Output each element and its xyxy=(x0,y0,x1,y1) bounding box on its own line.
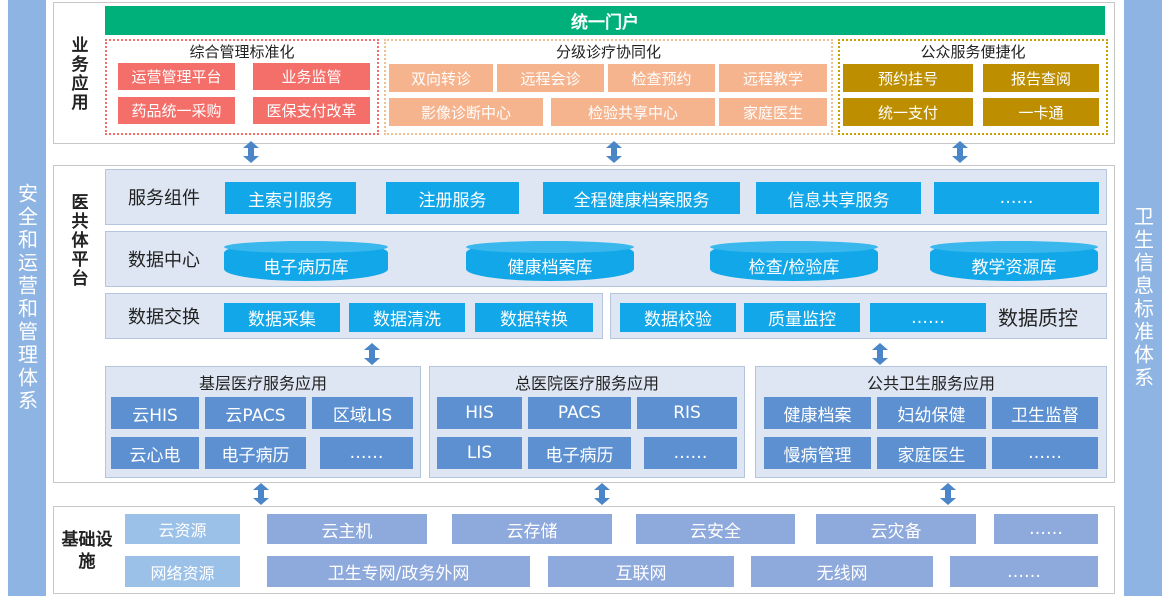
data-cleaning-box[interactable]: 数据清洗 xyxy=(349,303,465,332)
data-conversion-box[interactable]: 数据转换 xyxy=(475,303,593,332)
pacs-box[interactable]: PACS xyxy=(528,397,631,429)
insurance-reform-box[interactable]: 医保支付改革 xyxy=(253,97,370,124)
arrow-icon xyxy=(940,483,956,505)
unified-payment-box[interactable]: 统一支付 xyxy=(843,98,973,126)
remote-consult-box[interactable]: 远程会诊 xyxy=(497,64,604,92)
platform-layer-label: 医共体平台 xyxy=(67,192,88,288)
ris-box[interactable]: RIS xyxy=(637,397,737,429)
primary-more-box[interactable]: …… xyxy=(320,437,413,469)
health-standards-sidebar: 卫生信息标准体系 xyxy=(1124,0,1162,596)
one-card-box[interactable]: 一卡通 xyxy=(983,98,1099,126)
group-management-title: 综合管理标准化 xyxy=(189,43,295,61)
health-network-box[interactable]: 卫生专网/政务外网 xyxy=(267,556,530,587)
primary-care-apps-title: 基层医疗服务应用 xyxy=(198,374,327,393)
hospital-more-box[interactable]: …… xyxy=(644,437,737,469)
group-tiered-care-title: 分级诊疗协同化 xyxy=(555,43,661,61)
exam-lab-database-label: 检查/检验库 xyxy=(748,257,840,278)
arrow-icon xyxy=(243,141,259,163)
lis-box[interactable]: LIS xyxy=(437,437,522,469)
exam-lab-database[interactable]: 检查/检验库 xyxy=(710,241,878,281)
regional-lis-box[interactable]: 区域LIS xyxy=(312,397,413,429)
hospital-apps-title: 总医院医疗服务应用 xyxy=(514,374,659,393)
emr-database-label: 电子病历库 xyxy=(263,257,349,278)
internet-box[interactable]: 互联网 xyxy=(548,556,734,587)
appointment-box[interactable]: 预约挂号 xyxy=(843,64,973,92)
chronic-disease-box[interactable]: 慢病管理 xyxy=(764,437,871,469)
cloud-his-box[interactable]: 云HIS xyxy=(111,397,199,429)
public-health-apps-title: 公共卫生服务应用 xyxy=(866,374,995,393)
arrow-icon xyxy=(606,141,622,163)
exam-booking-box[interactable]: 检查预约 xyxy=(608,64,715,92)
family-doctor-box[interactable]: 家庭医生 xyxy=(719,98,827,126)
group-public-service-title: 公众服务便捷化 xyxy=(920,43,1026,61)
data-validation-box[interactable]: 数据校验 xyxy=(620,303,736,332)
cloud-more-box[interactable]: …… xyxy=(994,514,1098,544)
arrow-icon xyxy=(872,343,888,365)
lab-center-box[interactable]: 检验共享中心 xyxy=(551,98,715,126)
network-more-box[interactable]: …… xyxy=(950,556,1098,587)
health-record-app-box[interactable]: 健康档案 xyxy=(764,397,871,429)
unified-portal[interactable]: 统一门户 xyxy=(105,6,1105,35)
network-resources-label: 网络资源 xyxy=(125,556,240,587)
referral-box[interactable]: 双向转诊 xyxy=(389,64,493,92)
drug-procurement-box[interactable]: 药品统一采购 xyxy=(118,97,235,124)
health-supervision-box[interactable]: 卫生监督 xyxy=(992,397,1098,429)
arrow-icon xyxy=(594,483,610,505)
service-components-label: 服务组件 xyxy=(128,188,200,209)
security-operations-sidebar: 安全和运营和管理体系 xyxy=(8,0,46,596)
public-family-doctor-box[interactable]: 家庭医生 xyxy=(877,437,986,469)
data-exchange-label: 数据交换 xyxy=(128,307,200,328)
report-query-box[interactable]: 报告查阅 xyxy=(983,64,1099,92)
registration-service[interactable]: 注册服务 xyxy=(386,182,519,214)
data-center-label: 数据中心 xyxy=(128,250,200,271)
cloud-disaster-recovery-box[interactable]: 云灾备 xyxy=(816,514,976,544)
cloud-resources-label: 云资源 xyxy=(125,514,240,544)
teaching-resource-database[interactable]: 教学资源库 xyxy=(930,241,1098,281)
business-supervision-box[interactable]: 业务监管 xyxy=(253,63,370,90)
maternal-child-box[interactable]: 妇幼保健 xyxy=(877,397,986,429)
public-more-box[interactable]: …… xyxy=(992,437,1098,469)
data-quality-label: 数据质控 xyxy=(998,305,1078,330)
data-collection-box[interactable]: 数据采集 xyxy=(224,303,340,332)
teaching-resource-database-label: 教学资源库 xyxy=(971,257,1057,278)
cloud-storage-box[interactable]: 云存储 xyxy=(452,514,612,544)
emr-database[interactable]: 电子病历库 xyxy=(224,241,388,281)
arrow-icon xyxy=(364,343,380,365)
remote-teaching-box[interactable]: 远程教学 xyxy=(719,64,827,92)
cloud-security-box[interactable]: 云安全 xyxy=(636,514,795,544)
health-record-database-label: 健康档案库 xyxy=(507,257,593,278)
quality-monitoring-box[interactable]: 质量监控 xyxy=(744,303,860,332)
health-record-database[interactable]: 健康档案库 xyxy=(466,241,634,281)
group-management xyxy=(105,39,379,135)
business-layer-label: 业务应用 xyxy=(67,36,88,112)
his-box[interactable]: HIS xyxy=(437,397,522,429)
cloud-host-box[interactable]: 云主机 xyxy=(267,514,427,544)
info-sharing-service[interactable]: 信息共享服务 xyxy=(756,182,921,214)
master-index-service[interactable]: 主索引服务 xyxy=(225,182,356,214)
primary-emr-box[interactable]: 电子病历 xyxy=(205,437,306,469)
wireless-network-box[interactable]: 无线网 xyxy=(751,556,933,587)
imaging-center-box[interactable]: 影像诊断中心 xyxy=(389,98,543,126)
more-services[interactable]: …… xyxy=(934,182,1099,214)
arrow-icon xyxy=(253,483,269,505)
arrow-icon xyxy=(952,141,968,163)
cloud-pacs-box[interactable]: 云PACS xyxy=(205,397,306,429)
ops-platform-box[interactable]: 运营管理平台 xyxy=(118,63,235,90)
health-record-service[interactable]: 全程健康档案服务 xyxy=(543,182,740,214)
infrastructure-layer-label: 基础设施 xyxy=(61,530,113,572)
more-quality-box[interactable]: …… xyxy=(870,303,986,332)
cloud-ecg-box[interactable]: 云心电 xyxy=(111,437,199,469)
hospital-emr-box[interactable]: 电子病历 xyxy=(528,437,631,469)
group-public-service xyxy=(838,39,1108,135)
group-tiered-care xyxy=(384,39,833,135)
